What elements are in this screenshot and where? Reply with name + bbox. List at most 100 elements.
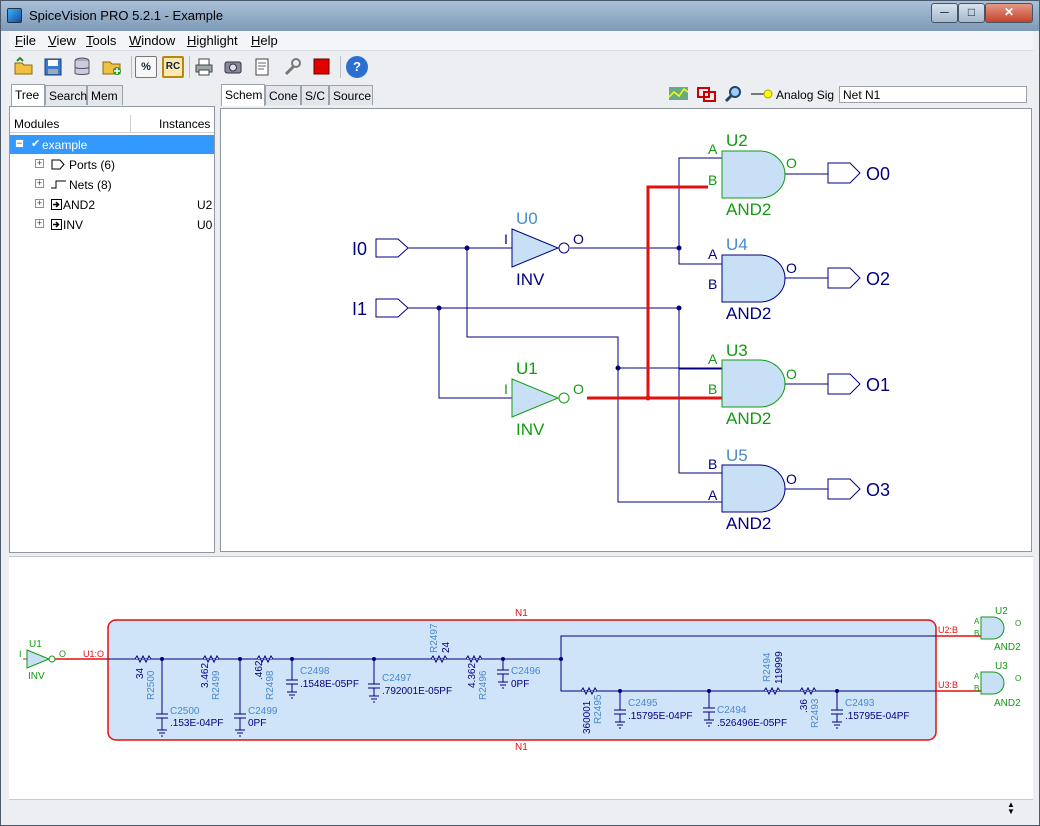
tree-row-and2[interactable]: + AND2 U2: [10, 195, 214, 214]
and-gate-u4[interactable]: U4 AND2 A B O: [708, 235, 797, 323]
gate-name: U3: [726, 341, 748, 360]
resistor-value: 119999: [774, 651, 785, 684]
expand-icon[interactable]: +: [35, 158, 44, 168]
tree-root-row[interactable]: − ✔ example: [10, 135, 214, 154]
column-modules[interactable]: Modules: [14, 117, 60, 131]
port-o3[interactable]: [827, 478, 861, 500]
document-icon[interactable]: [251, 56, 273, 78]
rc-source-inverter[interactable]: U1 INV I O U1:O: [19, 639, 108, 682]
rc-load-u3[interactable]: U3 AND2 A B O U3:B: [936, 661, 1021, 709]
capacitor-value: .15795E-04PF: [845, 711, 910, 722]
rc-network-box[interactable]: [107, 619, 937, 741]
gate-name: U4: [726, 235, 748, 254]
menu-file[interactable]: File: [15, 33, 36, 48]
port-label-o2: O2: [866, 269, 890, 289]
view-tabs: Schem Cone S/C Source: [219, 84, 719, 107]
expand-icon[interactable]: +: [35, 178, 44, 188]
resistor-labels: 34 R2500 3.462 R2499 .462 R2498 R2497 24…: [135, 623, 821, 734]
close-button[interactable]: ✕: [985, 3, 1033, 23]
stop-icon[interactable]: [311, 56, 333, 78]
minimize-button[interactable]: ─: [931, 3, 958, 23]
and-gate-u2[interactable]: U2 AND2 A B O: [708, 131, 797, 219]
menu-view[interactable]: View: [48, 33, 76, 48]
and-gate-u3[interactable]: U3 AND2 A B O: [708, 341, 797, 428]
port-label-load: U2:B: [938, 625, 958, 635]
add-folder-icon[interactable]: [101, 56, 123, 78]
highlighted-net-n1[interactable]: [587, 185, 722, 400]
capacitor-name: C2495: [628, 698, 658, 709]
resistor-value: 34: [135, 667, 146, 679]
waveform-icon[interactable]: [668, 85, 690, 103]
pin-label: A: [708, 487, 718, 503]
save-icon[interactable]: [42, 56, 64, 78]
help-icon[interactable]: ?: [346, 56, 368, 78]
capacitor-name: C2499: [248, 706, 278, 717]
pin-label: O: [573, 231, 584, 247]
inverter-u1[interactable]: U1 INV I O: [504, 359, 584, 439]
spin-control[interactable]: ▲▼: [1007, 800, 1015, 816]
zoom-icon[interactable]: [724, 84, 744, 104]
tree-row-inv[interactable]: + INV U0: [10, 215, 214, 234]
inverter-u0[interactable]: U0 INV I O: [504, 209, 584, 289]
port-o0[interactable]: [827, 162, 861, 184]
left-panel: Tree Search Mem Modules Instances − ✔ ex…: [9, 84, 215, 553]
port-o2[interactable]: [827, 267, 861, 289]
resistor-value: 4.362: [467, 663, 478, 688]
signal-arrow-icon: [751, 89, 773, 99]
open-folder-icon[interactable]: [13, 56, 35, 78]
maximize-button[interactable]: □: [958, 3, 985, 23]
print-icon[interactable]: [193, 56, 215, 78]
camera-icon[interactable]: [222, 56, 244, 78]
capacitor-name: C2498: [300, 666, 330, 677]
tab-cone[interactable]: Cone: [265, 85, 301, 105]
column-divider[interactable]: [130, 115, 131, 133]
inverter-name: U0: [516, 209, 538, 228]
schematic-canvas[interactable]: I0 I1 O0 O2 O1 O3 U0 INV I O U1 INV I: [220, 108, 1032, 552]
resistor-name: R2494: [762, 652, 773, 682]
tab-mem[interactable]: Mem: [87, 85, 123, 105]
capacitor-value: .15795E-04PF: [628, 711, 693, 722]
rc-network-pane[interactable]: N1 N1 U1 INV I O U1:O U2 AND2 A: [9, 556, 1033, 799]
wrench-icon[interactable]: [281, 56, 303, 78]
highlight-icon[interactable]: [697, 85, 719, 103]
tab-schem[interactable]: Schem: [221, 84, 265, 106]
tab-tree[interactable]: Tree: [11, 84, 45, 106]
and-gate-u5[interactable]: U5 AND2 B A O: [708, 446, 797, 533]
gate-type: AND2: [726, 200, 771, 219]
capacitor-value: .1548E-05PF: [300, 679, 359, 690]
port-o1[interactable]: [827, 373, 861, 395]
resistor-symbols: [134, 654, 817, 696]
gate-name: U3: [995, 661, 1008, 672]
menu-highlight[interactable]: Highlight: [187, 33, 238, 48]
tree-item-label: AND2: [63, 198, 96, 212]
net-name-field[interactable]: Net N1: [839, 86, 1027, 103]
expand-icon[interactable]: +: [35, 218, 44, 228]
title-bar[interactable]: SpiceVision PRO 5.2.1 - Example ─ □ ✕: [1, 1, 1039, 31]
gate-name: U2: [726, 131, 748, 150]
tab-search[interactable]: Search: [45, 85, 87, 105]
database-icon[interactable]: [71, 56, 93, 78]
capacitor-symbols: [156, 659, 843, 737]
tab-sc[interactable]: S/C: [301, 85, 329, 105]
capacitor-name: C2493: [845, 698, 875, 709]
rc-icon[interactable]: RC: [162, 56, 184, 78]
tree-item-label: Ports (6): [69, 158, 116, 172]
tab-source[interactable]: Source: [329, 85, 373, 105]
pin-label: O: [786, 155, 797, 171]
menu-tools[interactable]: Tools: [86, 33, 117, 48]
port-label-source: U1:O: [83, 649, 104, 659]
port-i0[interactable]: [375, 238, 409, 258]
percent-icon[interactable]: %: [135, 56, 157, 78]
column-instances[interactable]: Instances: [159, 117, 211, 131]
collapse-icon[interactable]: −: [15, 138, 24, 148]
tree-row-nets[interactable]: + Nets (8): [10, 175, 214, 194]
menu-window[interactable]: Window: [129, 33, 176, 48]
port-i1[interactable]: [375, 298, 409, 318]
pin-label: B: [974, 684, 979, 693]
menu-help[interactable]: Help: [251, 33, 278, 48]
expand-icon[interactable]: +: [35, 198, 44, 208]
tree-row-ports[interactable]: + Ports (6): [10, 155, 214, 174]
pin-label: A: [974, 672, 980, 681]
rc-load-u2[interactable]: U2 AND2 A B O U2:B: [936, 606, 1021, 653]
